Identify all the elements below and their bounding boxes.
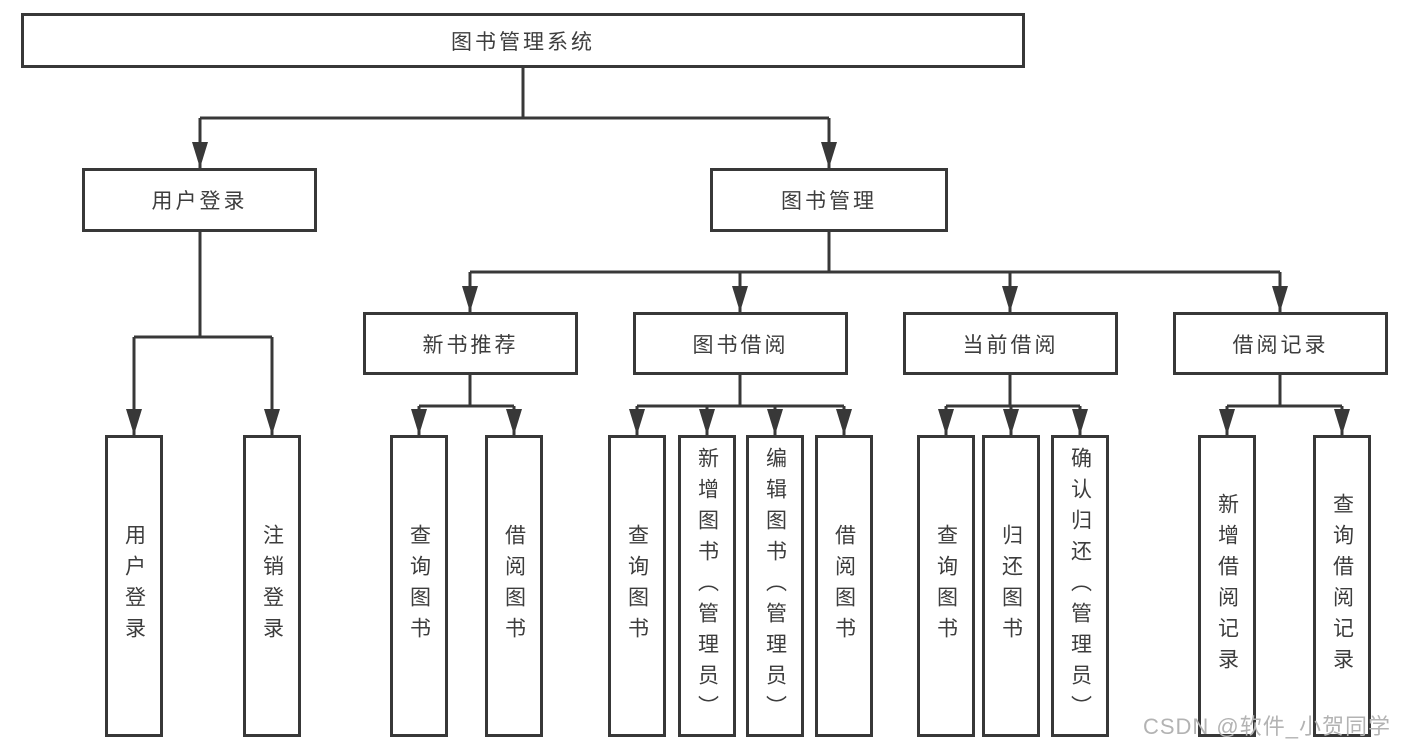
leaf-edit-book-admin-label: 编辑图书（管理员） [763, 446, 787, 726]
leaf-query-books-current-label: 查询图书 [934, 524, 958, 648]
leaf-return-books-label: 归还图书 [999, 524, 1023, 648]
node-borrowing-records-label: 借阅记录 [1232, 333, 1329, 357]
arrowheads-current-borrowing [938, 409, 1088, 435]
leaf-user-login-label: 用户登录 [122, 524, 146, 648]
leaf-logout-label: 注销登录 [260, 524, 284, 648]
arrowheads-borrowing-records [1219, 409, 1350, 435]
connector-borrowing-records-to-leaves [1225, 375, 1344, 435]
leaf-query-books-borrowing: 查询图书 [608, 435, 666, 737]
node-new-book-recommend-label: 新书推荐 [422, 333, 519, 357]
leaf-logout: 注销登录 [243, 435, 301, 737]
connector-root-to-level2 [198, 68, 831, 168]
node-book-borrowing: 图书借阅 [633, 312, 848, 375]
leaf-add-borrow-record-label: 新增借阅记录 [1215, 493, 1239, 679]
connector-book-management-to-level3 [468, 232, 1282, 312]
leaf-user-login: 用户登录 [105, 435, 163, 737]
leaf-add-book-admin: 新增图书（管理员） [678, 435, 736, 737]
leaf-query-books-recommend-label: 查询图书 [407, 524, 431, 648]
arrowheads-book-borrowing [629, 409, 852, 435]
leaf-add-borrow-record: 新增借阅记录 [1198, 435, 1256, 737]
node-root-label: 图书管理系统 [451, 30, 595, 54]
node-user-login-label: 用户登录 [151, 190, 248, 213]
node-current-borrowing: 当前借阅 [903, 312, 1118, 375]
connector-user-login-to-leaves [132, 232, 274, 435]
arrowheads-new-book-recommend [411, 409, 522, 435]
node-user-login: 用户登录 [82, 168, 317, 232]
leaf-borrow-books-borrowing-label: 借阅图书 [832, 524, 856, 648]
node-book-management: 图书管理 [710, 168, 948, 232]
leaf-borrow-books-recommend: 借阅图书 [485, 435, 543, 737]
node-borrowing-records: 借阅记录 [1173, 312, 1388, 375]
leaf-confirm-return-admin: 确认归还（管理员） [1051, 435, 1109, 737]
node-book-management-label: 图书管理 [781, 190, 877, 213]
arrowheads-root-to-level2 [192, 142, 837, 168]
node-new-book-recommend: 新书推荐 [363, 312, 578, 375]
arrowheads-book-management [462, 286, 1288, 312]
leaf-query-borrow-record-label: 查询借阅记录 [1330, 493, 1354, 679]
arrowheads-user-login [126, 409, 280, 435]
leaf-confirm-return-admin-label: 确认归还（管理员） [1068, 446, 1092, 726]
leaf-borrow-books-recommend-label: 借阅图书 [502, 524, 526, 648]
leaf-borrow-books-borrowing: 借阅图书 [815, 435, 873, 737]
connector-book-borrowing-to-leaves [635, 375, 846, 435]
leaf-edit-book-admin: 编辑图书（管理员） [746, 435, 804, 737]
node-book-borrowing-label: 图书借阅 [692, 333, 789, 357]
watermark: CSDN @软件_小贺同学 [1142, 714, 1391, 739]
node-current-borrowing-label: 当前借阅 [962, 333, 1059, 357]
leaf-query-books-borrowing-label: 查询图书 [625, 524, 649, 648]
connector-new-book-recommend-to-leaves [417, 375, 516, 435]
leaf-query-books-recommend: 查询图书 [390, 435, 448, 737]
node-root: 图书管理系统 [21, 13, 1025, 68]
leaf-query-books-current: 查询图书 [917, 435, 975, 737]
leaf-query-borrow-record: 查询借阅记录 [1313, 435, 1371, 737]
leaf-add-book-admin-label: 新增图书（管理员） [695, 446, 719, 726]
leaf-return-books: 归还图书 [982, 435, 1040, 737]
